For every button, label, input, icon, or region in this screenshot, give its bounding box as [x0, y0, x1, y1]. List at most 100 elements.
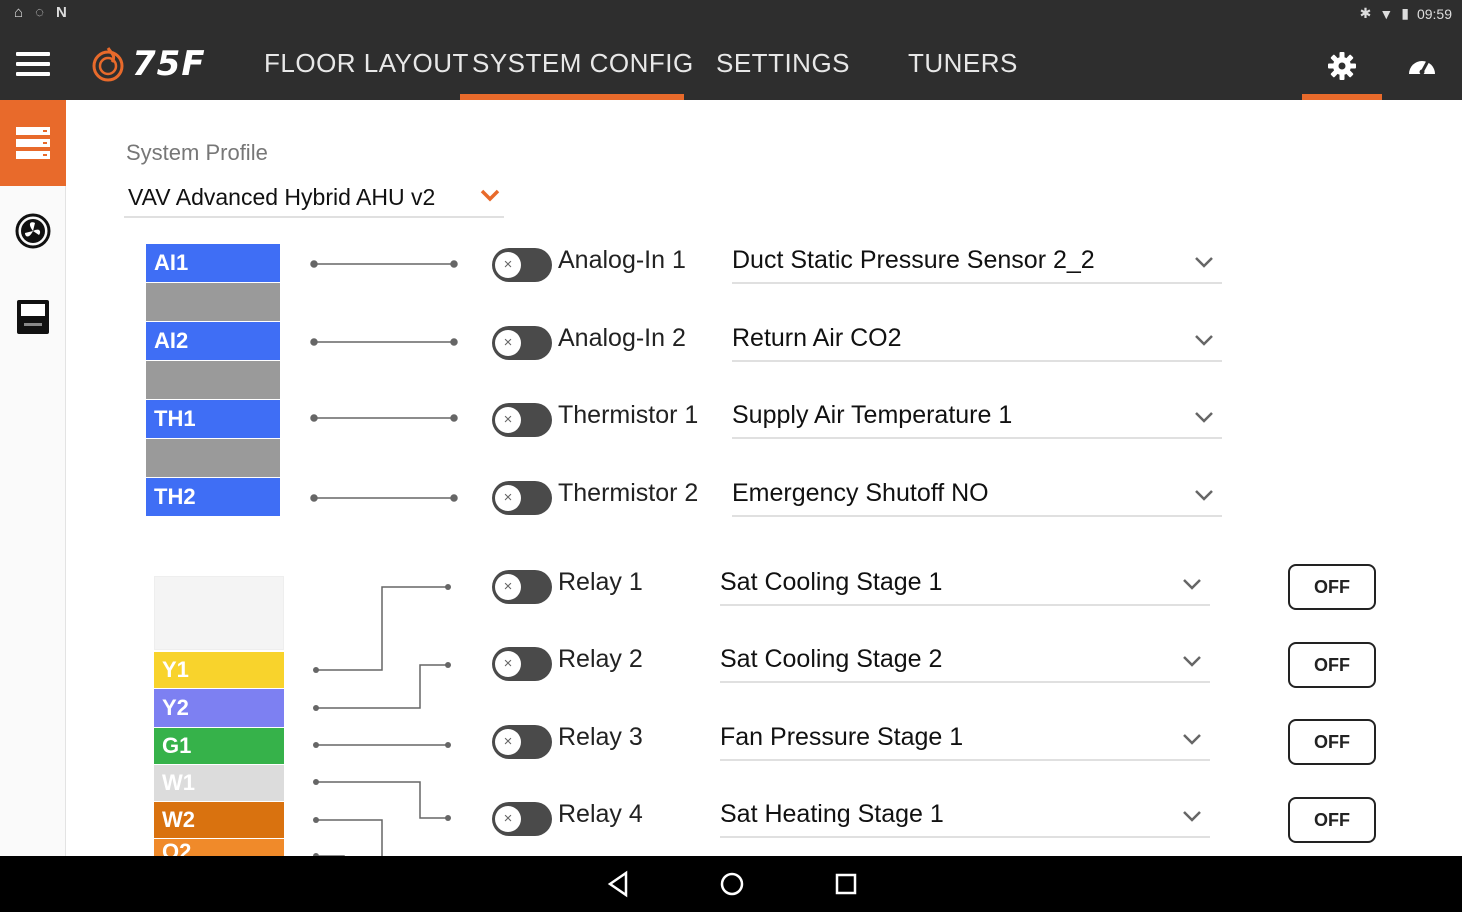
- brand-name: 75F: [132, 44, 206, 84]
- close-icon: ×: [495, 485, 521, 511]
- assignment-value: Duct Static Pressure Sensor 2_2: [732, 246, 1095, 274]
- chevron-down-icon: [1195, 412, 1213, 423]
- relay-4-assignment[interactable]: Sat Heating Stage 1: [720, 798, 1210, 838]
- relay-block-w1: W1: [154, 765, 284, 801]
- flame-logo-icon: [92, 47, 124, 82]
- chevron-down-icon: [1195, 335, 1213, 346]
- chevron-down-icon: [1183, 579, 1201, 590]
- port-label-relay-2: Relay 2: [558, 645, 643, 673]
- home-icon[interactable]: [718, 870, 746, 898]
- analog-in-2-toggle[interactable]: ×: [492, 326, 552, 360]
- system-profile-label: System Profile: [126, 140, 268, 165]
- thermistor-2-assignment[interactable]: Emergency Shutoff NO: [732, 477, 1222, 517]
- wifi-icon: ▼: [1379, 5, 1394, 22]
- relay-2-test-button[interactable]: OFF: [1288, 642, 1376, 688]
- relay-block-g1: G1: [154, 728, 284, 764]
- analog-block-th2: TH2: [146, 478, 280, 516]
- thermistor-1-assignment[interactable]: Supply Air Temperature 1: [732, 399, 1222, 439]
- relay-3-assignment[interactable]: Fan Pressure Stage 1: [720, 721, 1210, 761]
- analog-connector-lines: [310, 260, 458, 502]
- system-config-panel: System Profile VAV Advanced Hybrid AHU v…: [66, 100, 1462, 856]
- analog-block-ai2: AI2: [146, 322, 280, 360]
- relay-1-toggle[interactable]: ×: [492, 570, 552, 604]
- port-label-relay-1: Relay 1: [558, 568, 643, 596]
- notification-icon: ⌂: [14, 4, 24, 21]
- app-bar: 75F FLOOR LAYOUT SYSTEM CONFIG SETTINGS …: [0, 28, 1462, 100]
- battery-icon: ▮: [1401, 5, 1409, 21]
- recents-icon[interactable]: [834, 870, 858, 898]
- port-label-analog-in-1: Analog-In 1: [558, 246, 686, 274]
- analog-in-1-toggle[interactable]: ×: [492, 248, 552, 282]
- chevron-down-icon: [1183, 811, 1201, 822]
- chevron-down-icon: [1195, 257, 1213, 268]
- relay-2-toggle[interactable]: ×: [492, 647, 552, 681]
- relay-block-o2: O2: [154, 839, 284, 856]
- chevron-down-icon: [1183, 734, 1201, 745]
- relay-connector-lines: [313, 584, 451, 856]
- thermistor-1-toggle[interactable]: ×: [492, 403, 552, 437]
- brand-logo: 75F: [88, 44, 206, 84]
- port-label-thermistor-1: Thermistor 1: [558, 401, 699, 429]
- terminal-spacer: [146, 361, 280, 399]
- analog-in-1-assignment[interactable]: Duct Static Pressure Sensor 2_2: [732, 244, 1222, 284]
- relay-4-toggle[interactable]: ×: [492, 802, 552, 836]
- tab-system-config[interactable]: SYSTEM CONFIG: [472, 48, 694, 78]
- gear-icon[interactable]: [1326, 50, 1358, 82]
- assignment-value: Emergency Shutoff NO: [732, 479, 989, 507]
- assignment-value: Supply Air Temperature 1: [732, 401, 1013, 429]
- close-icon: ×: [495, 729, 521, 755]
- relay-block-y1: Y1: [154, 652, 284, 688]
- chevron-down-icon: [1195, 490, 1213, 501]
- hamburger-icon[interactable]: [16, 52, 50, 76]
- sidebar-item-system-profile[interactable]: [0, 100, 66, 186]
- assignment-value: Sat Cooling Stage 1: [720, 568, 943, 596]
- relay-4-test-button[interactable]: OFF: [1288, 797, 1376, 843]
- back-icon[interactable]: [606, 870, 630, 898]
- active-tab-indicator: [460, 94, 684, 100]
- tab-floor-layout[interactable]: FLOOR LAYOUT: [264, 48, 469, 78]
- gauge-icon[interactable]: [1406, 50, 1438, 82]
- sync-icon: ◌: [35, 4, 44, 21]
- sidebar-item-device[interactable]: [0, 294, 66, 340]
- relay-1-test-button[interactable]: OFF: [1288, 564, 1376, 610]
- relay-terminal-empty: [154, 576, 284, 650]
- assignment-value: Return Air CO2: [732, 324, 902, 352]
- system-nav-bar: [0, 856, 1462, 912]
- active-settings-indicator: [1302, 94, 1382, 100]
- tab-settings[interactable]: SETTINGS: [716, 48, 851, 78]
- assignment-value: Sat Cooling Stage 2: [720, 645, 943, 673]
- bluetooth-icon: ✱: [1359, 5, 1372, 21]
- nfc-icon: N: [55, 4, 67, 21]
- analog-block-th1: TH1: [146, 400, 280, 438]
- close-icon: ×: [495, 407, 521, 433]
- tab-tuners[interactable]: TUNERS: [908, 48, 1018, 78]
- terminal-spacer: [146, 439, 280, 477]
- system-profile-value: VAV Advanced Hybrid AHU v2: [128, 184, 436, 210]
- relay-3-test-button[interactable]: OFF: [1288, 719, 1376, 765]
- assignment-value: Fan Pressure Stage 1: [720, 723, 964, 751]
- chevron-down-icon: [1183, 656, 1201, 667]
- relay-block-w2: W2: [154, 802, 284, 838]
- relay-3-toggle[interactable]: ×: [492, 725, 552, 759]
- close-icon: ×: [495, 651, 521, 677]
- sidebar: [0, 100, 66, 856]
- thermistor-2-toggle[interactable]: ×: [492, 481, 552, 515]
- analog-in-2-assignment[interactable]: Return Air CO2: [732, 322, 1222, 362]
- clock: 09:59: [1416, 5, 1452, 22]
- port-label-analog-in-2: Analog-In 2: [558, 324, 686, 352]
- relay-2-assignment[interactable]: Sat Cooling Stage 2: [720, 643, 1210, 683]
- close-icon: ×: [495, 252, 521, 278]
- port-label-relay-3: Relay 3: [558, 723, 643, 751]
- close-icon: ×: [495, 330, 521, 356]
- analog-block-ai1: AI1: [146, 244, 280, 282]
- server-list-icon: [16, 127, 50, 159]
- system-profile-select[interactable]: VAV Advanced Hybrid AHU v2: [124, 180, 504, 218]
- assignment-value: Sat Heating Stage 1: [720, 800, 944, 828]
- relay-1-assignment[interactable]: Sat Cooling Stage 1: [720, 566, 1210, 606]
- fan-icon: [15, 213, 51, 249]
- port-label-relay-4: Relay 4: [558, 800, 643, 828]
- device-panel-icon: [17, 300, 49, 334]
- sidebar-item-fan[interactable]: [0, 208, 66, 254]
- close-icon: ×: [495, 574, 521, 600]
- chevron-down-icon: [480, 189, 500, 202]
